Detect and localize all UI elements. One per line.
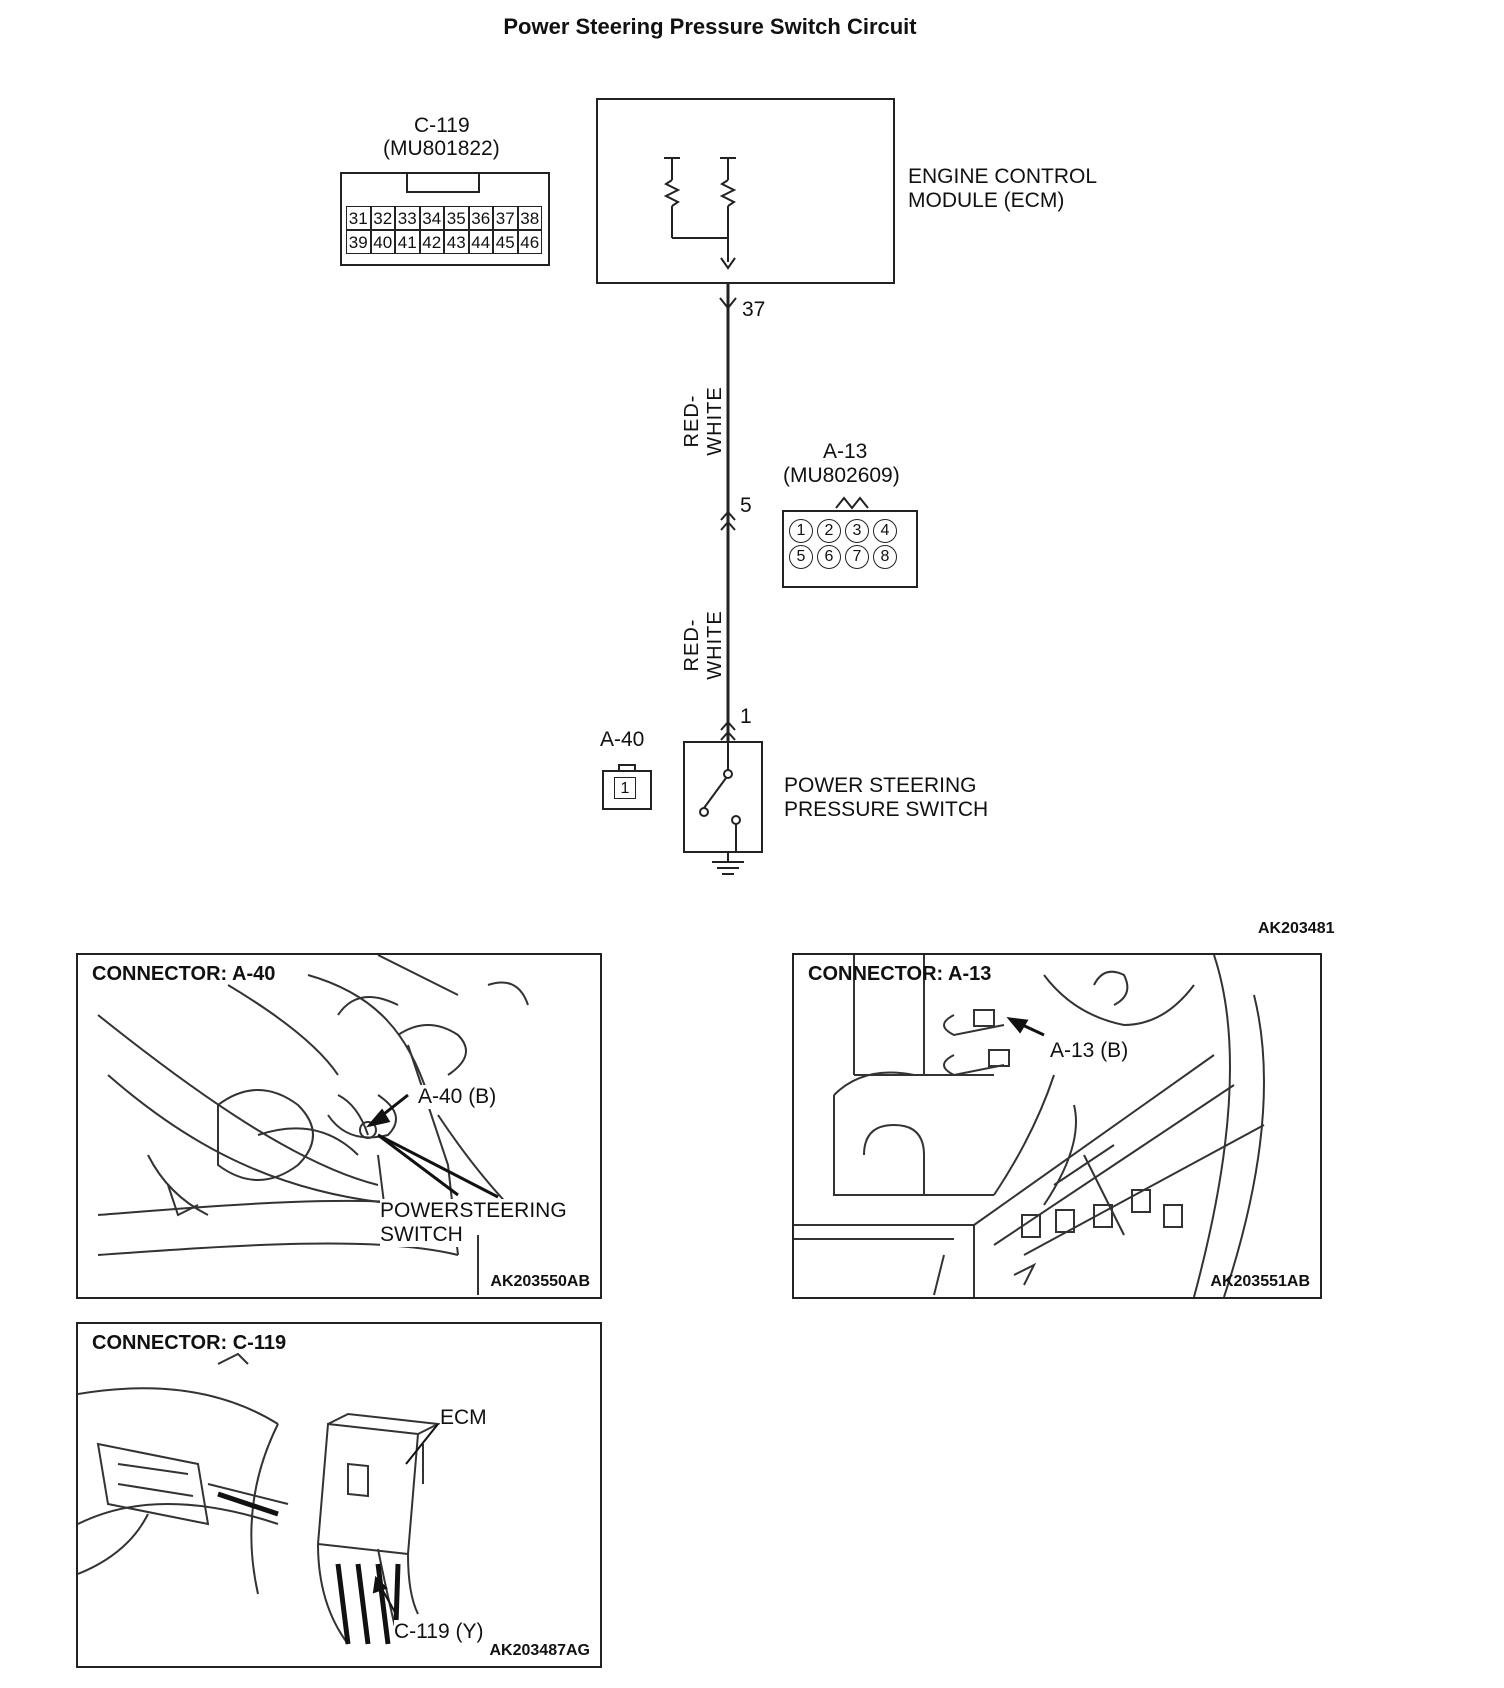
a13-panel-callout: A-13 (B) [1050,1039,1129,1063]
ecm-internal-circuit [663,157,737,270]
a40-panel-label-line2: SWITCH [380,1223,463,1247]
panel-connector-a40: CONNECTOR: A-40 A-40 (B) POWERSTEERING S… [76,953,602,1299]
c119-pin: 34 [419,206,444,230]
c119-name: C-119 [414,114,470,137]
ecm-box [596,98,895,284]
c119-pin: 32 [370,206,395,230]
a13-name: A-13 [823,440,868,463]
a13-photo-illustration [794,955,1265,1297]
a40-panel-label-line1: POWERSTEERING [380,1199,567,1223]
a13-pin: 5 [789,545,813,569]
switch-symbol [699,742,741,852]
a40-panel-callout: A-40 (B) [418,1085,497,1109]
a40-connector-face: 1 [602,764,652,810]
a40-pin: 1 [614,777,636,799]
c119-pin: 35 [444,206,469,230]
a13-pin: 8 [873,545,897,569]
wire-pin-5: 5 [740,494,752,517]
wire-color-upper: RED-WHITE [681,386,726,456]
panel-connector-a13: CONNECTOR: A-13 A-13 (B) AK203551AB [792,953,1322,1299]
c119-part: (MU801822) [383,137,500,160]
pin-5-terminal-lower [720,520,736,531]
c119-pin-grid: 31 32 33 34 35 36 37 38 39 40 41 42 43 4… [346,206,542,254]
a40-panel-code: AK203550AB [490,1273,590,1290]
a13-pin: 1 [789,519,813,543]
wire-color-lower: RED-WHITE [681,610,726,680]
pin-1-terminal-lower [720,730,736,741]
c119-panel-heading: CONNECTOR: C-119 [92,1332,287,1354]
a13-pin: 2 [817,519,841,543]
c119-pin: 43 [444,230,469,254]
diagram-code: AK203481 [1258,920,1335,937]
c119-pin: 41 [395,230,420,254]
c119-pin: 31 [346,206,371,230]
pin-1-terminal-upper [720,720,736,731]
c119-pin: 45 [493,230,518,254]
a13-pin: 3 [845,519,869,543]
a13-part: (MU802609) [783,464,900,487]
c119-pin: 46 [517,230,542,254]
a13-pin: 7 [845,545,869,569]
c119-pin: 40 [370,230,395,254]
c119-pin: 39 [346,230,371,254]
a40-name: A-40 [600,728,645,751]
c119-pin: 36 [468,206,493,230]
pin-5-terminal-upper [720,510,736,521]
c119-panel-ecm-label: ECM [440,1406,487,1430]
ground-symbol [712,852,744,875]
c119-pin: 38 [517,206,542,230]
a40-panel-heading: CONNECTOR: A-40 [92,963,276,985]
switch-label-line2: PRESSURE SWITCH [784,798,989,821]
ecm-label-line1: ENGINE CONTROL [908,165,1098,188]
pin-37-terminal [719,297,737,310]
a13-connector-face: 1 2 3 4 5 6 7 8 [782,510,918,588]
diagram-title: Power Steering Pressure Switch Circuit [503,14,917,39]
c119-pin: 37 [493,206,518,230]
a13-pin: 4 [873,519,897,543]
a13-pin-grid: 1 2 3 4 5 6 7 8 [788,518,900,570]
c119-photo-illustration [78,1352,442,1645]
c119-panel-code: AK203487AG [489,1642,591,1659]
a40-photo-illustration [97,955,529,1295]
wire-pin-1: 1 [740,705,752,728]
ecm-label-line2: MODULE (ECM) [908,189,1065,212]
c119-pin: 33 [395,206,420,230]
c119-pin: 42 [419,230,444,254]
c119-latch [406,173,480,193]
a40-latch [618,764,636,772]
c119-pin: 44 [468,230,493,254]
switch-box [683,741,763,853]
c119-panel-callout: C-119 (Y) [394,1620,484,1644]
c119-connector-face: 31 32 33 34 35 36 37 38 39 40 41 42 43 4… [340,172,550,266]
switch-label-line1: POWER STEERING [784,774,977,797]
a13-panel-heading: CONNECTOR: A-13 [808,963,992,985]
wire-pin-37: 37 [742,298,766,321]
a13-panel-code: AK203551AB [1210,1273,1310,1290]
panel-connector-c119: CONNECTOR: C-119 ECM C-119 (Y) AK203487A… [76,1322,602,1668]
a13-pin: 6 [817,545,841,569]
